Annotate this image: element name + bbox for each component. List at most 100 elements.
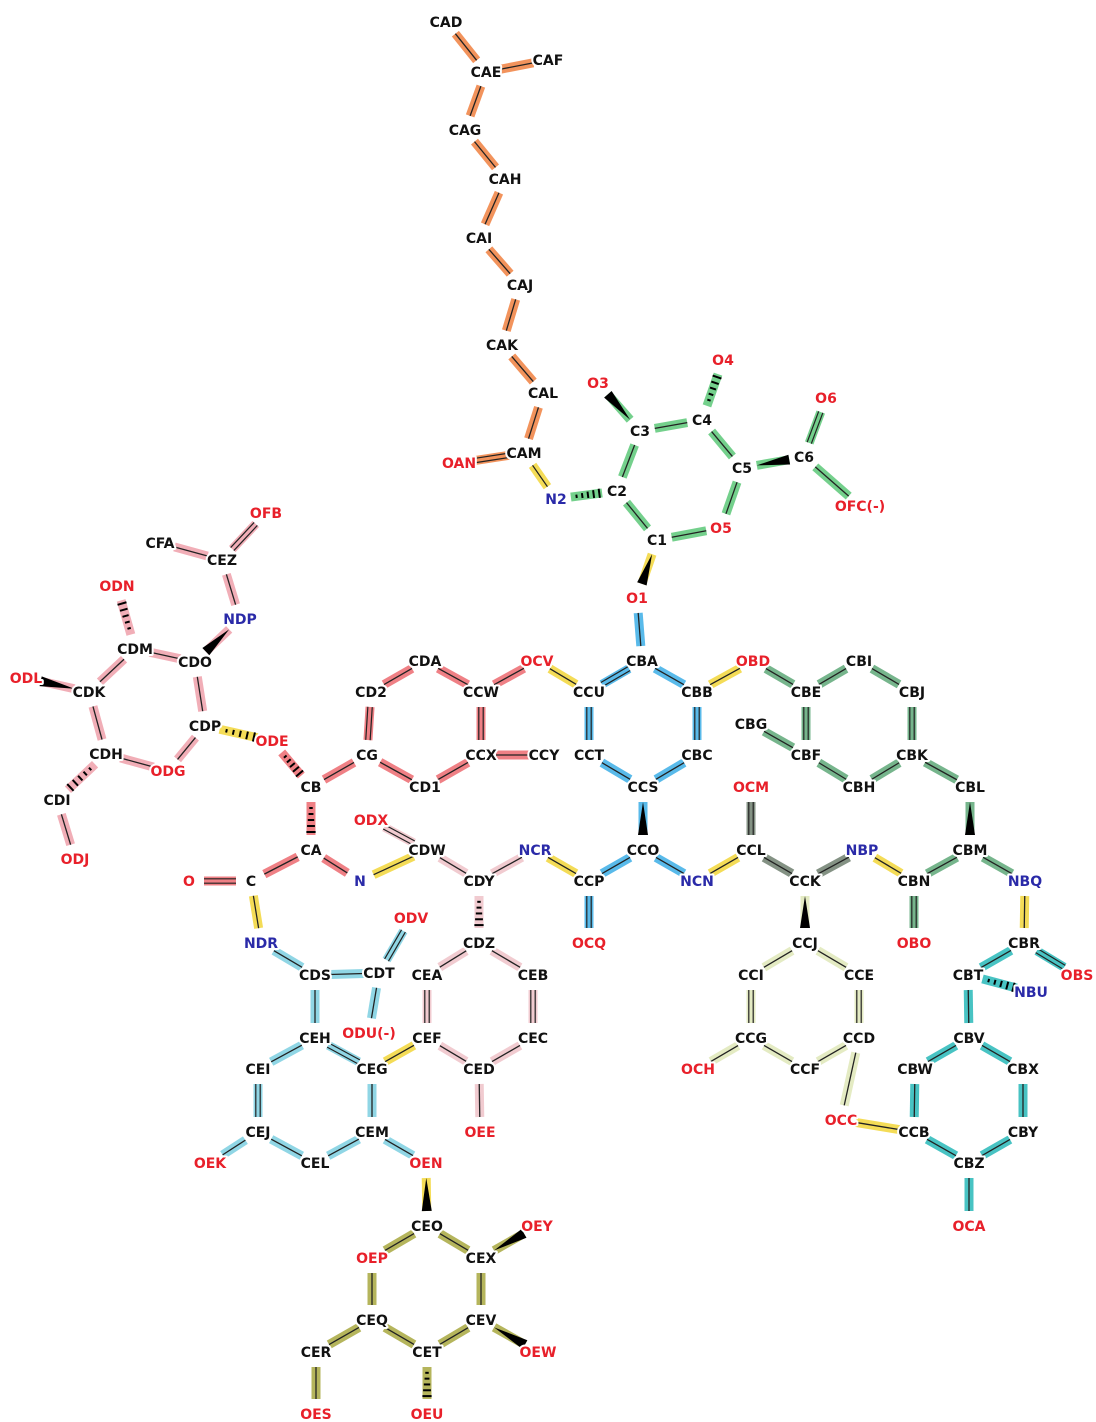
bond-CEV-OEW — [491, 1323, 528, 1350]
bond-CDA-CD2 — [381, 664, 415, 689]
bond-layer — [39, 30, 1067, 1399]
bond-CAJ-CAK — [501, 298, 520, 332]
atom-label-CEC: CEC — [518, 1031, 548, 1047]
bond-line — [814, 466, 850, 497]
atom-label-OBO: OBO — [897, 936, 932, 952]
bond-OBD-CBE — [763, 664, 796, 689]
bond-CBL-CBM — [965, 802, 975, 835]
atom-label-OFC(-): OFC(-) — [835, 499, 885, 515]
bond-highlight — [116, 599, 136, 636]
bond-line — [370, 987, 378, 1019]
bond-CCI-CCG — [746, 990, 756, 1023]
bond-line — [369, 707, 373, 741]
atom-label-OES: OES — [300, 1407, 332, 1422]
bond-CDP-ODG — [174, 734, 199, 763]
bond-CDM-CDO — [148, 647, 182, 664]
bond-line — [196, 676, 204, 712]
atom-label-CD2: CD2 — [355, 685, 387, 701]
bond-line — [273, 950, 303, 968]
bond-CEJ-OEK — [220, 1136, 248, 1159]
atom-label-CB: CB — [301, 780, 322, 796]
atom-label-OEK: OEK — [194, 1156, 227, 1172]
atom-label-CCS: CCS — [628, 780, 659, 796]
bond-line — [439, 857, 467, 874]
bond-CBM-NBQ — [980, 853, 1015, 878]
bond-C5-O5 — [721, 480, 742, 516]
hash-mark — [597, 488, 601, 499]
bond-CEQ-CET — [382, 1323, 417, 1349]
bond-line — [1023, 895, 1026, 929]
bond-line — [505, 299, 517, 331]
atom-label-NBU: NBU — [1014, 985, 1048, 1001]
wedge-bond — [494, 1327, 528, 1350]
bond-CDZ-CEB — [489, 946, 523, 972]
hash-mark — [124, 620, 130, 624]
bond-line — [817, 950, 847, 968]
bond-C-O — [204, 876, 236, 886]
atom-label-CBN: CBN — [898, 874, 931, 890]
hash-mark — [286, 758, 292, 764]
bond-line — [493, 667, 525, 686]
bond-CAL-CAM — [524, 405, 543, 441]
bond-highlight — [326, 1041, 361, 1066]
bond-line — [710, 1045, 739, 1062]
bond-line — [806, 411, 820, 443]
bond-NCR-CDY — [489, 853, 525, 878]
bond-CBJ-CBK — [907, 707, 917, 740]
bond-line — [439, 1045, 467, 1062]
bond-line — [637, 612, 642, 647]
bond-CDP-ODE — [218, 724, 259, 743]
bond-NBQ-CBR — [1019, 895, 1030, 929]
bond-line — [871, 762, 900, 780]
atom-label-CCU: CCU — [573, 685, 605, 701]
bond-CBN-OBO — [909, 896, 919, 928]
wedge-bond — [756, 454, 791, 466]
atom-label-NDR: NDR — [244, 936, 278, 952]
atom-label-CA: CA — [300, 843, 321, 859]
hash-mark — [592, 490, 596, 499]
atom-label-CAF: CAF — [533, 53, 564, 69]
bond-line — [926, 856, 958, 875]
atom-label-CCD: CCD — [843, 1031, 875, 1047]
bond-CCL-OCM — [746, 802, 756, 835]
bond-CAI-CAJ — [485, 246, 514, 277]
atom-label-CEF: CEF — [412, 1031, 441, 1047]
atom-label-ODX: ODX — [354, 813, 389, 829]
atom-label-N2: N2 — [545, 492, 566, 508]
bond-line — [488, 248, 511, 275]
atom-label-OEE: OEE — [464, 1125, 495, 1141]
bond-CBV-CBX — [979, 1041, 1013, 1066]
atom-label-CCW: CCW — [463, 685, 499, 701]
atom-label-NBQ: NBQ — [1008, 874, 1042, 890]
atom-label-O3: O3 — [587, 376, 609, 392]
bond-highlight — [1034, 946, 1067, 972]
bond-line — [725, 481, 738, 515]
bond-CEF-CED — [437, 1041, 469, 1066]
hash-mark — [708, 392, 714, 397]
bond-CCD-CCF — [815, 1041, 849, 1066]
atom-label-CDM: CDM — [117, 642, 153, 658]
atom-label-OAN: OAN — [442, 456, 476, 472]
atom-label-OEW: OEW — [520, 1345, 557, 1361]
bond-line — [384, 1232, 415, 1252]
atom-label-ODE: ODE — [255, 734, 288, 750]
wedge-bond — [494, 1229, 527, 1251]
bond-line — [327, 1138, 360, 1157]
bond-CBB-CBC — [692, 707, 702, 740]
bond-line — [473, 452, 509, 460]
bond-C2-C3 — [618, 443, 639, 479]
atom-label-OCV: OCV — [520, 654, 553, 670]
bond-line — [913, 1083, 916, 1118]
hash-mark — [711, 380, 720, 386]
atom-label-CBI: CBI — [846, 654, 872, 670]
atom-label-CBM: CBM — [953, 843, 988, 859]
atom-label-CCK: CCK — [789, 874, 822, 890]
bond-C3-C4 — [653, 418, 689, 433]
atom-label-CBT: CBT — [953, 968, 984, 984]
bond-CBT-CBV — [963, 989, 974, 1024]
bond-line — [92, 706, 103, 740]
bond-line — [469, 85, 482, 117]
atom-label-OBD: OBD — [736, 654, 770, 670]
bond-CDM-CDK — [96, 655, 128, 686]
atom-label-C5: C5 — [732, 461, 752, 477]
